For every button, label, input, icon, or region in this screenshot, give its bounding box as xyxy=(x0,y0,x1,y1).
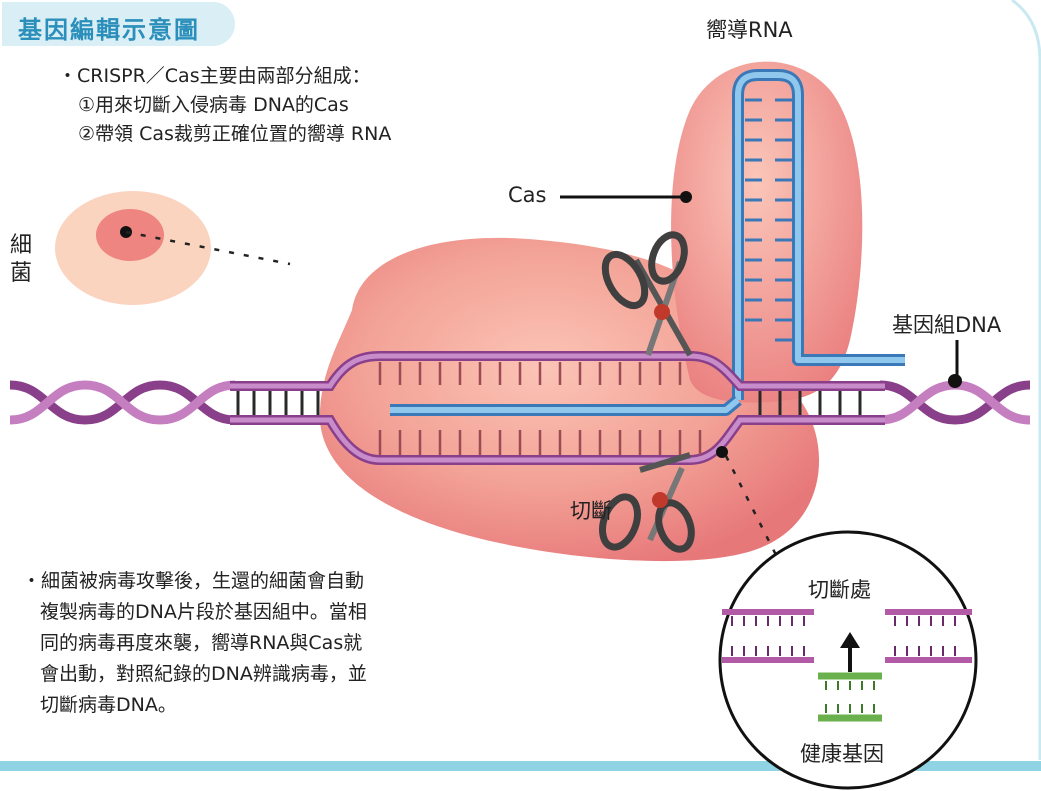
inset-healthy-gene-label: 健康基因 xyxy=(800,738,884,768)
intro-item-1: ①用來切斷入侵病毒 DNA的Cas xyxy=(78,91,349,120)
cas-protein-lobe xyxy=(671,62,862,403)
page-title: 基因編輯示意圖 xyxy=(18,10,200,45)
cas-pointer-dot xyxy=(680,191,692,203)
guide-rna-label: 嚮導RNA xyxy=(706,14,793,44)
body-text-line-2: 複製病毒的DNA片段於基因組中。當相 xyxy=(40,598,367,627)
body-text-line-4: 會出動，對照紀錄的DNA辨識病毒，並 xyxy=(40,660,367,689)
cas-label: Cas xyxy=(508,183,546,207)
body-text-line-3: 同的病毒再度來襲，嚮導RNA與Cas就 xyxy=(40,629,362,658)
dna-base-pairs-left xyxy=(238,388,318,418)
dna-helix-right xyxy=(880,385,1030,420)
inset-cut-site-label: 切斷處 xyxy=(808,574,871,604)
bacterium-label-2: 菌 xyxy=(8,260,34,288)
right-border xyxy=(1012,0,1040,760)
title-badge: 基因編輯示意圖 xyxy=(2,2,235,46)
body-text-line-1: ・細菌被病毒攻擊後，生還的細菌會自動 xyxy=(22,567,364,596)
cut-label: 切斷 xyxy=(570,495,612,525)
intro-item-2: ②帶領 Cas裁剪正確位置的嚮導 RNA xyxy=(78,120,391,149)
genome-dna-label: 基因組DNA xyxy=(892,309,1001,339)
genome-pointer-dot xyxy=(948,374,962,388)
dna-helix-left xyxy=(10,385,235,420)
body-text-line-5: 切斷病毒DNA。 xyxy=(40,691,177,720)
bacterium-label-1: 細 xyxy=(8,232,34,260)
intro-heading: ・CRISPR／Cas主要由兩部分組成： xyxy=(58,62,371,91)
